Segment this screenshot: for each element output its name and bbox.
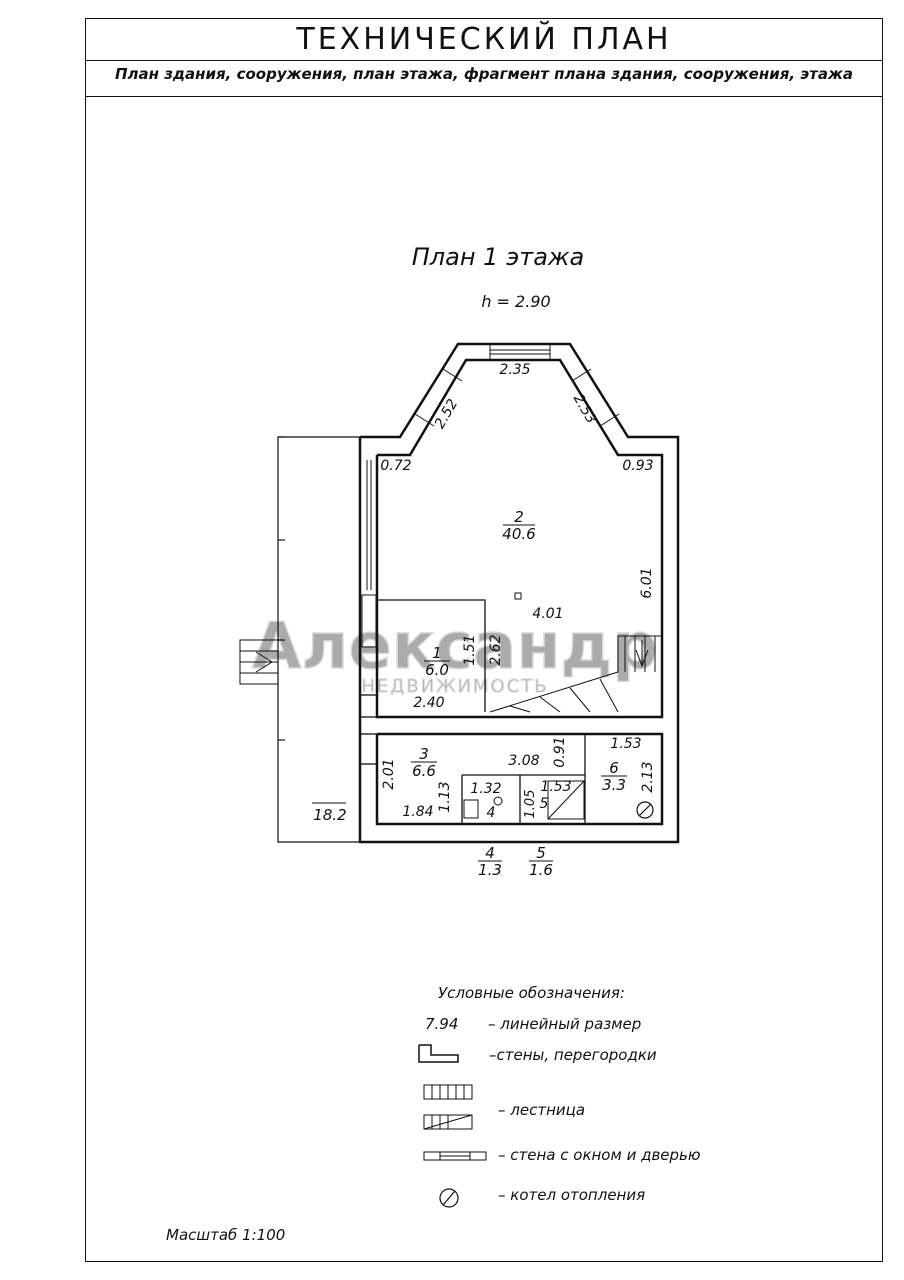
room-1-area: 6.0 (425, 661, 449, 679)
bay-windows (361, 344, 620, 648)
document-subtitle: План здания, сооружения, план этажа, фра… (114, 65, 854, 83)
room-2-area: 40.6 (502, 525, 535, 543)
legend-boiler-icon (439, 1188, 459, 1208)
dim-room2-inner: 4.01 (532, 606, 563, 622)
sheet-frame (85, 18, 883, 1262)
dim-room4-width: 1.32 (470, 781, 501, 797)
legend-stair-sample (423, 1084, 473, 1130)
interior-partitions (359, 599, 586, 824)
legend: Условные обозначения: 7.94 – линейный ра… (418, 984, 701, 1208)
dim-room6-width: 1.53 (610, 736, 641, 752)
watermark: Александр НЕДВИЖИМОСТЬ (251, 609, 659, 697)
dim-room1-width: 2.40 (413, 695, 444, 711)
header-divider-bottom (85, 96, 883, 97)
room-1-number: 1 (432, 644, 442, 662)
dim-bay-right: 2.53 (570, 392, 599, 427)
dim-partition: 0.91 (552, 736, 568, 767)
dim-room2-left: 0.72 (380, 458, 411, 474)
dim-room2-right: 0.93 (622, 458, 653, 474)
legend-title: Условные обозначения: (438, 984, 625, 1002)
dim-room5-width: 1.53 (540, 779, 571, 795)
room-5-tag: 5 (540, 796, 549, 812)
legend-wall-label: –стены, перегородки (489, 1046, 657, 1064)
dim-bay-left: 2.52 (432, 396, 461, 431)
dim-room5-depth: 1.05 (523, 790, 538, 819)
room-5-number: 5 (536, 844, 546, 862)
room-3-area: 6.6 (412, 762, 436, 780)
bathroom-fixtures (463, 780, 585, 820)
watermark-sub: НЕДВИЖИМОСТЬ (361, 676, 548, 697)
dim-room3-depth: 2.01 (381, 758, 397, 789)
legend-dim-label: – линейный размер (488, 1015, 641, 1033)
legend-stair-label: – лестница (498, 1101, 585, 1119)
room-labels: 2 40.6 1 6.0 3 6.6 6 3.3 4 5 4 1.3 5 1.6… (312, 508, 627, 879)
room-3-number: 3 (419, 745, 429, 763)
room-4-area: 1.3 (478, 861, 502, 879)
room-2-number: 2 (514, 508, 524, 526)
exterior-walls (358, 342, 680, 844)
dim-stair-depth: 2.62 (488, 634, 504, 665)
dimension-labels: 2.35 2.52 2.53 0.72 0.93 6.01 4.01 1.51 … (380, 362, 656, 820)
room-6-number: 6 (609, 759, 619, 777)
ceiling-height-label: h = 2.90 (481, 292, 550, 311)
plan-title: План 1 этажа (412, 243, 585, 271)
legend-window-sample (423, 1151, 487, 1161)
watermark-main: Александр (252, 610, 658, 684)
room-5-area: 1.6 (529, 861, 553, 879)
scale-label: Масштаб 1:100 (166, 1226, 285, 1244)
legend-dim-sample: 7.94 (425, 1015, 458, 1033)
legend-window-label: – стена с окном и дверью (498, 1146, 701, 1164)
dim-bay-top: 2.35 (499, 362, 530, 378)
dim-room1-depth: 1.51 (462, 634, 478, 665)
dim-room2-side: 6.01 (639, 567, 655, 598)
room-4-number: 4 (485, 844, 495, 862)
entrance-stair (239, 639, 279, 685)
document-title: ТЕХНИЧЕСКИЙ ПЛАН (296, 22, 672, 57)
legend-boiler-label: – котел отопления (498, 1186, 645, 1204)
header-divider (85, 60, 883, 61)
dim-room3-mid: 1.13 (437, 781, 453, 812)
room-6-area: 3.3 (602, 776, 626, 794)
legend-wall-sample (418, 1044, 459, 1063)
dim-room6-depth: 2.13 (640, 761, 656, 792)
dim-corridor: 3.08 (508, 753, 539, 769)
room-4-tag: 4 (487, 805, 496, 821)
interior-staircase (489, 592, 662, 713)
boiler-symbol (636, 801, 654, 819)
dim-room3-width: 1.84 (402, 804, 433, 820)
terrace-area: 18.2 (313, 806, 346, 824)
